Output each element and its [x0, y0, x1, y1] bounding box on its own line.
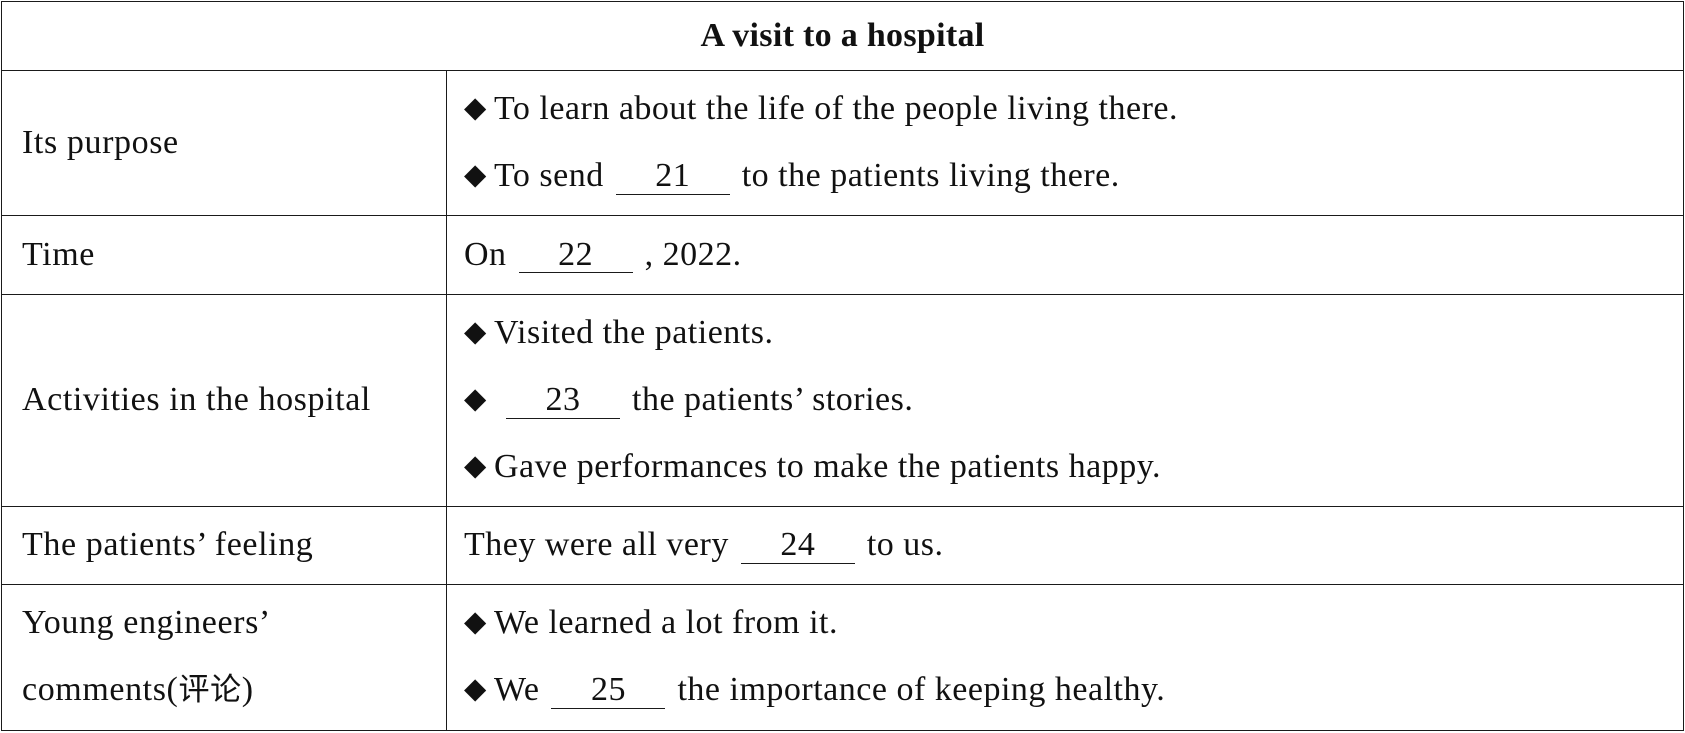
purpose-line-1: ◆To learn about the life of the people l…	[464, 89, 1683, 130]
diamond-bullet-icon: ◆	[464, 314, 487, 349]
diamond-bullet-icon: ◆	[464, 671, 487, 706]
purpose-line-2-before: To send	[494, 157, 604, 195]
activities-row: Activities in the hospital ◆Visited the …	[1, 293, 1684, 507]
purpose-line-2-after: to the patients living there.	[741, 157, 1120, 195]
activities-line-3: ◆Gave performances to make the patients …	[464, 447, 1683, 488]
blank-25[interactable]: 25	[551, 672, 666, 709]
comments-line-2-before: We	[494, 671, 540, 709]
purpose-line-1-text: To learn about the life of the people li…	[494, 90, 1179, 128]
time-content: On 22 , 2022.	[446, 215, 1684, 295]
comments-line-1: ◆We learned a lot from it.	[464, 603, 1683, 644]
activities-line-2-after: the patients’ stories.	[632, 381, 914, 419]
comments-label-line-2: comments(评论)	[22, 670, 446, 711]
purpose-label: Its purpose	[1, 69, 447, 217]
comments-label-word: comments(	[22, 671, 179, 709]
feeling-before: They were all very	[464, 525, 729, 563]
comments-line-2-after: the importance of keeping healthy.	[677, 671, 1166, 709]
blank-23[interactable]: 23	[506, 382, 620, 419]
activities-label: Activities in the hospital	[1, 293, 447, 507]
feeling-content: They were all very 24 to us.	[446, 505, 1684, 585]
feeling-label: The patients’ feeling	[1, 505, 447, 585]
comments-line-1-text: We learned a lot from it.	[494, 604, 838, 642]
activities-line-3-text: Gave performances to make the patients h…	[494, 447, 1161, 485]
comments-label: Young engineers’ comments(评论)	[1, 583, 447, 731]
comments-content: ◆We learned a lot from it. ◆We 25 the impo…	[446, 583, 1684, 731]
comments-line-2: ◆We 25 the importance of keeping healthy.	[464, 670, 1683, 711]
feeling-after: to us.	[866, 525, 944, 563]
comments-row: Young engineers’ comments(评论) ◆We learne…	[1, 583, 1684, 731]
comments-label-close: )	[241, 671, 254, 709]
time-before: On	[464, 235, 507, 273]
feeling-row: The patients’ feeling They were all very…	[1, 505, 1684, 585]
comments-label-cjk: 评论	[178, 672, 242, 709]
blank-22[interactable]: 22	[518, 236, 633, 274]
diamond-bullet-icon: ◆	[464, 604, 487, 639]
blank-24[interactable]: 24	[740, 527, 855, 564]
purpose-line-2: ◆To send 21 to the patients living there.	[464, 156, 1683, 197]
time-after: , 2022.	[644, 235, 742, 273]
diamond-bullet-icon: ◆	[464, 90, 487, 125]
diamond-bullet-icon: ◆	[464, 157, 487, 192]
activities-line-1: ◆Visited the patients.	[464, 313, 1683, 354]
activities-line-1-text: Visited the patients.	[494, 314, 774, 352]
purpose-row: Its purpose ◆To learn about the life of …	[1, 69, 1684, 217]
time-line: On 22 , 2022.	[464, 235, 1683, 276]
blank-21[interactable]: 21	[615, 158, 730, 195]
time-label: Time	[1, 215, 447, 295]
feeling-line: They were all very 24 to us.	[464, 525, 1683, 566]
comments-label-line-1: Young engineers’	[22, 604, 271, 642]
activities-line-2: ◆ 23 the patients’ stories.	[464, 380, 1683, 421]
title-row: A visit to a hospital	[1, 1, 1684, 71]
time-row: Time On 22 , 2022.	[1, 215, 1684, 295]
diamond-bullet-icon: ◆	[464, 447, 487, 482]
diamond-bullet-icon: ◆	[464, 381, 487, 416]
table-title: A visit to a hospital	[1, 1, 1684, 71]
purpose-content: ◆To learn about the life of the people l…	[446, 69, 1684, 217]
